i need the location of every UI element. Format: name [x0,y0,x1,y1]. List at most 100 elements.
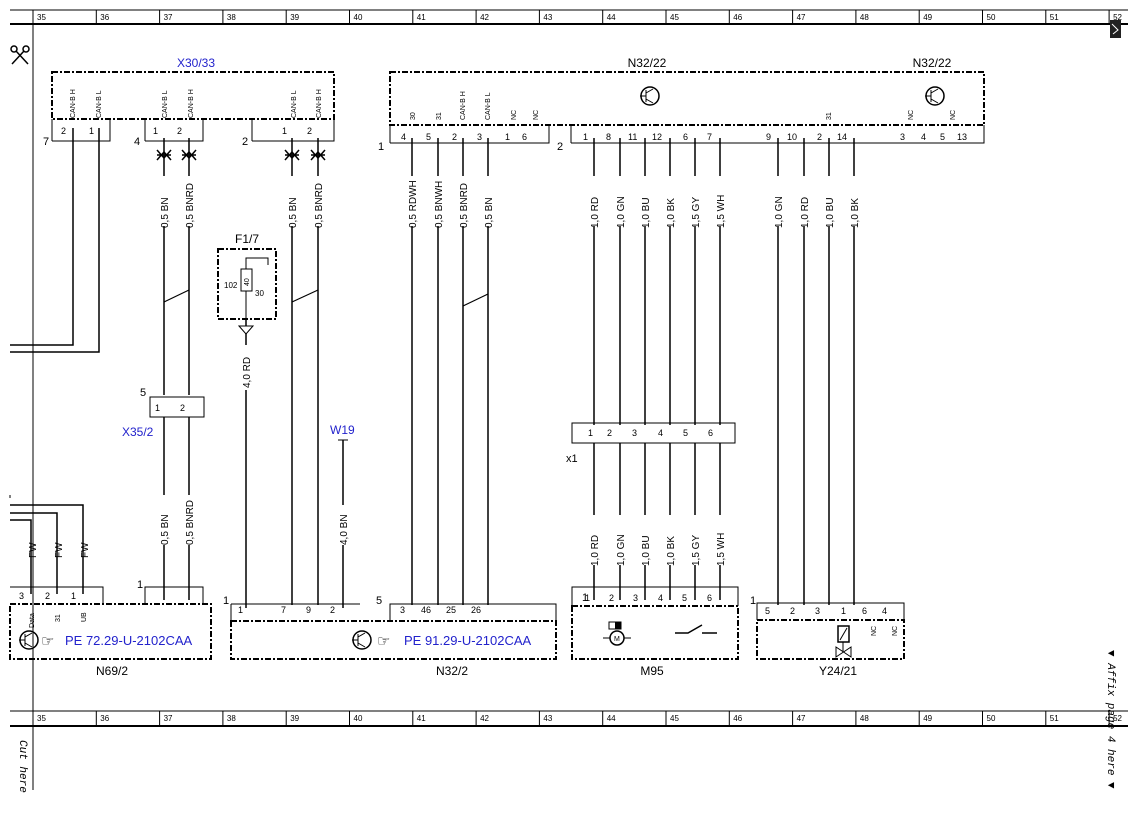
ruler-label: 39 [290,13,299,22]
pin: 6 [708,428,713,438]
label-bg [714,176,726,226]
f1-7-box [217,248,277,320]
wire-label: 0,5 BNRD [459,183,470,228]
y24-21-box [756,619,905,660]
n32-2-box [230,620,557,660]
ruler-label: 50 [987,714,996,723]
pin: 5 [426,132,431,142]
ruler-label: 46 [733,714,742,723]
label-bg [614,515,626,565]
pin: 2 [61,126,66,136]
ruler-label: 40 [354,13,363,22]
pin: 2 [607,428,612,438]
pin: 2 [180,403,185,413]
pin-label: CAN-B L [96,90,103,118]
pin: 1 [585,593,590,603]
pin: 26 [471,605,481,615]
pin-label: NC [892,626,899,636]
hand-pointer-icon: ☞ [377,633,390,650]
label-bg [457,176,469,226]
pin: 4 [658,593,663,603]
label-bg [158,495,170,545]
ruler-label: 43 [543,13,552,22]
n32-2-connector-1: 1 [223,595,229,607]
wire-label: 0,5 BNRD [185,183,196,228]
x30-33-connector-4: 4 [134,136,140,148]
label-bg [286,176,298,226]
pin: 2 [330,605,335,615]
wire-label: 1,0 BU [641,535,652,566]
wire-label: 1,0 BU [641,197,652,228]
pin-label: CAN-B H [188,89,195,118]
x30-33-connector-7: 7 [43,136,49,148]
n69-2-ref-link[interactable]: PE 72.29-U-2102CAA [65,633,193,648]
label-bg [406,176,418,226]
wire-label: 4,0 RD [242,357,253,388]
label-bg [823,176,835,226]
page-corner-icon [1110,20,1121,38]
ruler-label: 36 [100,13,109,22]
ruler-label: 48 [860,714,869,723]
x35-2-label: X35/2 [122,425,154,439]
x35-2-box [149,396,205,418]
label-bg [614,176,626,226]
ruler-label: 36 [100,714,109,723]
label-bg [312,176,324,226]
label-bg [482,176,494,226]
pin: 9 [306,605,311,615]
x35-2-connector: 5 [140,387,146,399]
x30-33-label: X30/33 [177,56,215,70]
wire-label: 1,0 BK [666,536,677,566]
label-bg [639,176,651,226]
wire-label: 1,0 GN [616,534,627,566]
wire-label: 1,5 WH [716,533,727,566]
wire-label: 1,0 BK [666,198,677,228]
pin: 1 [153,126,158,136]
ruler-label: 42 [480,714,489,723]
pin-label: 31 [55,614,62,622]
pin-label: NC [908,110,915,120]
wire-label: 1,0 BU [825,197,836,228]
pin: 1 [841,606,846,616]
wire-label: 0,5 RDWH [408,180,419,228]
hand-pointer-icon: ☞ [41,633,54,650]
wire-label: 0,5 BNRD [314,183,325,228]
n32-2-ref-link[interactable]: PE 91.29-U-2102CAA [404,633,532,648]
label-bg [240,345,252,390]
pin: 4 [921,132,926,142]
pin: 2 [307,126,312,136]
label-bg [798,176,810,226]
valve-icon [835,625,852,658]
label-bg [432,176,444,226]
ruler-label: 39 [290,714,299,723]
x1-box [571,422,736,444]
ruler-label: 35 [37,13,46,22]
twist-mark [163,289,190,303]
m95-connector: 1 [582,592,588,604]
pin: 5 [683,428,688,438]
pin-label: CAN-B H [70,89,77,118]
ruler-label: 45 [670,13,679,22]
label-bg [588,176,600,226]
pin: 4 [658,428,663,438]
pin: 12 [652,132,662,142]
ruler-label: 37 [164,13,173,22]
pin-label: CAN-B L [162,90,169,118]
label-bg [639,515,651,565]
wire-label: 1,0 BK [850,198,861,228]
pin: 1 [282,126,287,136]
pin: 9 [766,132,771,142]
switch-icon [675,624,717,634]
pin: 3 [900,132,905,142]
pin: 1 [583,132,588,142]
wire-label: 4,0 BN [339,514,350,545]
label-bg [689,176,701,226]
ruler-label: 41 [417,13,426,22]
wire-label: 1,5 WH [716,195,727,228]
ruler-label: 35 [37,714,46,723]
transistor-icon [352,630,372,650]
pin: 25 [446,605,456,615]
pin: 6 [522,132,527,142]
